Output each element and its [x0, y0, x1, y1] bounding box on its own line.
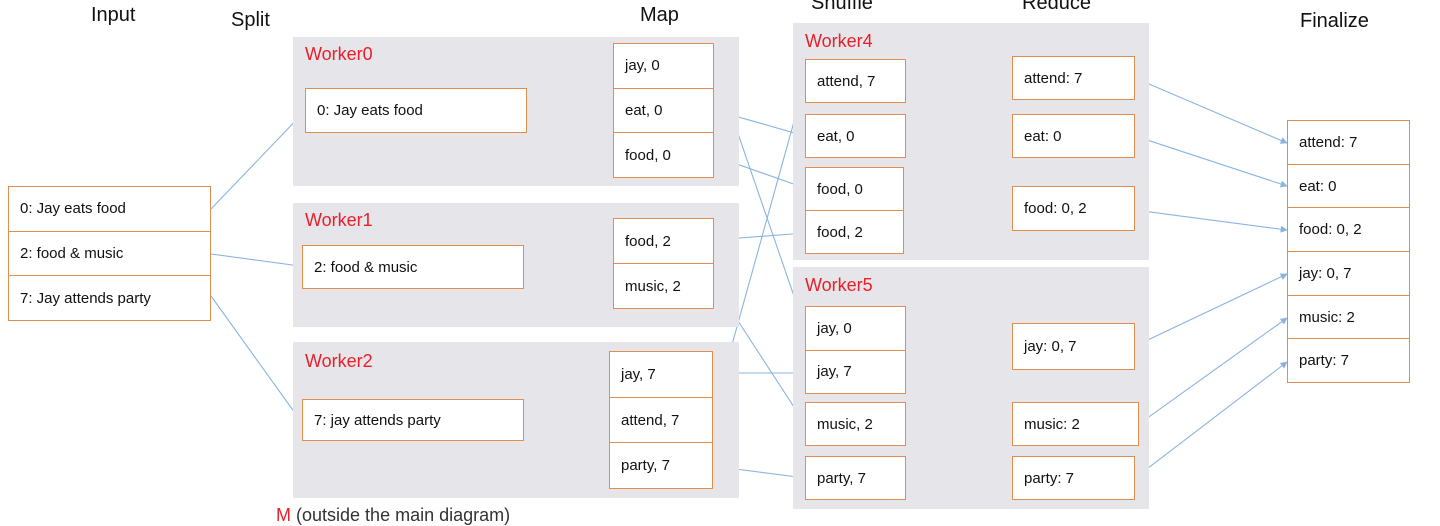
reduce-result-eat: eat: 0: [1012, 114, 1135, 158]
shuffle-pair: jay, 0: [806, 307, 905, 351]
final-result: attend: 7: [1288, 121, 1409, 165]
split-arrow: [210, 295, 301, 421]
shuffle-group-party: party, 7: [805, 456, 906, 500]
map-pair: eat, 0: [614, 89, 713, 134]
shuffle-group-food: food, 0 food, 2: [805, 167, 904, 254]
shuffle-group-music: music, 2: [805, 402, 906, 446]
footer-note-text: (outside the main diagram): [296, 505, 511, 525]
map-pair: attend, 7: [610, 398, 712, 444]
worker2-title: Worker2: [305, 351, 373, 371]
shuffle-group-attend: attend, 7: [805, 59, 906, 103]
footer-note: M (outside the main diagram): [276, 505, 510, 526]
worker1-title: Worker1: [305, 210, 373, 230]
input-record: 2: food & music: [9, 232, 210, 277]
worker1-split-record: 2: food & music: [302, 245, 524, 289]
input-record: 0: Jay eats food: [9, 187, 210, 232]
worker0-split-record: 0: Jay eats food: [305, 88, 527, 133]
map-pair: food, 0: [625, 146, 671, 164]
reduce-result-party: party: 7: [1012, 456, 1135, 500]
final-result: food: 0, 2: [1288, 208, 1409, 253]
worker5-title: Worker5: [805, 275, 873, 295]
worker4-title: Worker4: [805, 31, 873, 51]
stage-label-shuffle: Shuffle: [811, 0, 873, 14]
worker2-split-record: 7: jay attends party: [302, 399, 524, 441]
worker2-map-output: jay, 7 attend, 7 party, 7: [609, 351, 713, 489]
finalize-arrow: [1134, 209, 1288, 233]
reduce-result-jay: jay: 0, 7: [1012, 323, 1135, 370]
worker0-title: Worker0: [305, 44, 373, 64]
final-result: eat: 0: [1288, 165, 1409, 209]
stage-label-finalize: Finalize: [1300, 10, 1369, 32]
final-result: music: 2: [1288, 296, 1409, 340]
final-result: jay: 0, 7: [1288, 252, 1409, 296]
shuffle-pair: food, 2: [817, 223, 863, 241]
worker1-map-output: food, 2 music, 2: [613, 218, 714, 309]
stage-label-map: Map: [640, 4, 679, 26]
footer-note-mark: M: [276, 505, 291, 525]
map-pair: music, 2: [625, 277, 681, 295]
input-record: 7: Jay attends party: [20, 289, 151, 307]
shuffle-group-jay: jay, 0 jay, 7: [805, 306, 906, 394]
split-arrow: [210, 112, 304, 210]
shuffle-pair: food, 0: [806, 168, 903, 211]
map-pair: food, 2: [614, 219, 713, 264]
final-results: attend: 7 eat: 0 food: 0, 2 jay: 0, 7 mu…: [1287, 120, 1410, 383]
shuffle-pair: jay, 7: [817, 363, 852, 381]
finalize-arrow: [1134, 135, 1288, 188]
stage-label-split: Split: [231, 9, 270, 31]
final-result: party: 7: [1299, 352, 1350, 370]
finalize-arrow: [1138, 317, 1288, 425]
finalize-arrow: [1134, 361, 1288, 479]
stage-label-input: Input: [91, 4, 136, 26]
reduce-result-music: music: 2: [1012, 402, 1139, 446]
input-records: 0: Jay eats food 2: food & music 7: Jay …: [8, 186, 211, 321]
map-pair: jay, 0: [614, 44, 713, 89]
map-pair: jay, 7: [610, 352, 712, 398]
reduce-result-food: food: 0, 2: [1012, 186, 1135, 231]
finalize-arrow: [1134, 273, 1288, 347]
finalize-arrow: [1134, 77, 1288, 144]
map-pair: party, 7: [621, 457, 670, 475]
stage-label-reduce: Reduce: [1022, 0, 1091, 14]
reduce-result-attend: attend: 7: [1012, 56, 1135, 100]
split-arrow: [210, 253, 301, 269]
shuffle-group-eat: eat, 0: [805, 114, 906, 158]
worker0-map-output: jay, 0 eat, 0 food, 0: [613, 43, 714, 178]
